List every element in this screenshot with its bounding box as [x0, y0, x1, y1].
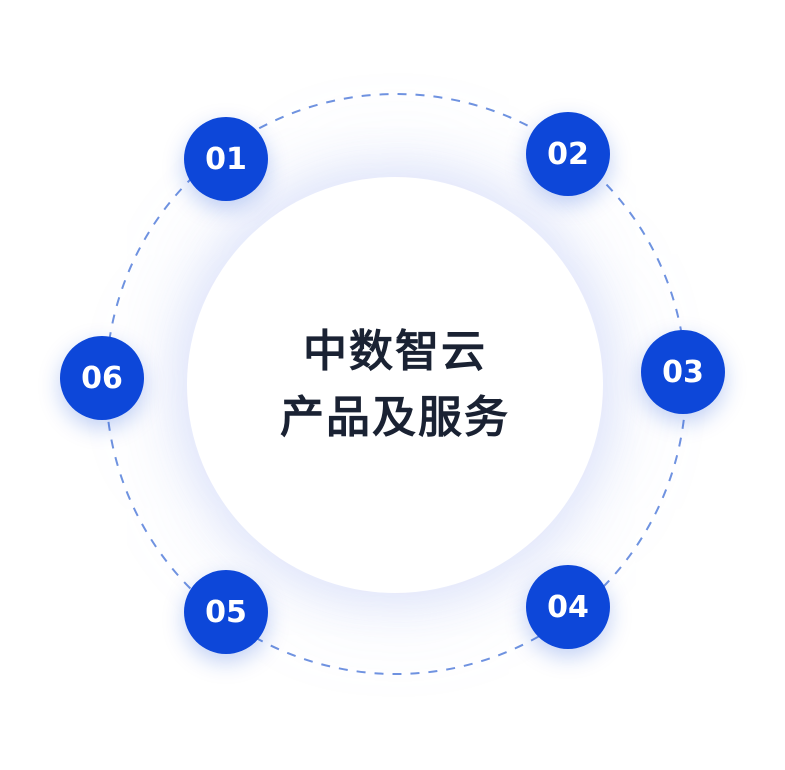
- center-circle: [187, 177, 603, 593]
- center-title-line-1: 中数智云: [303, 326, 487, 377]
- node-03: 03: [641, 330, 725, 414]
- node-06: 06: [60, 336, 144, 420]
- node-02: 02: [526, 112, 610, 196]
- center-title: 中数智云 产品及服务: [187, 177, 603, 593]
- node-04: 04: [526, 565, 610, 649]
- node-01: 01: [184, 117, 268, 201]
- center-title-line-2: 产品及服务: [280, 392, 510, 443]
- node-05: 05: [184, 570, 268, 654]
